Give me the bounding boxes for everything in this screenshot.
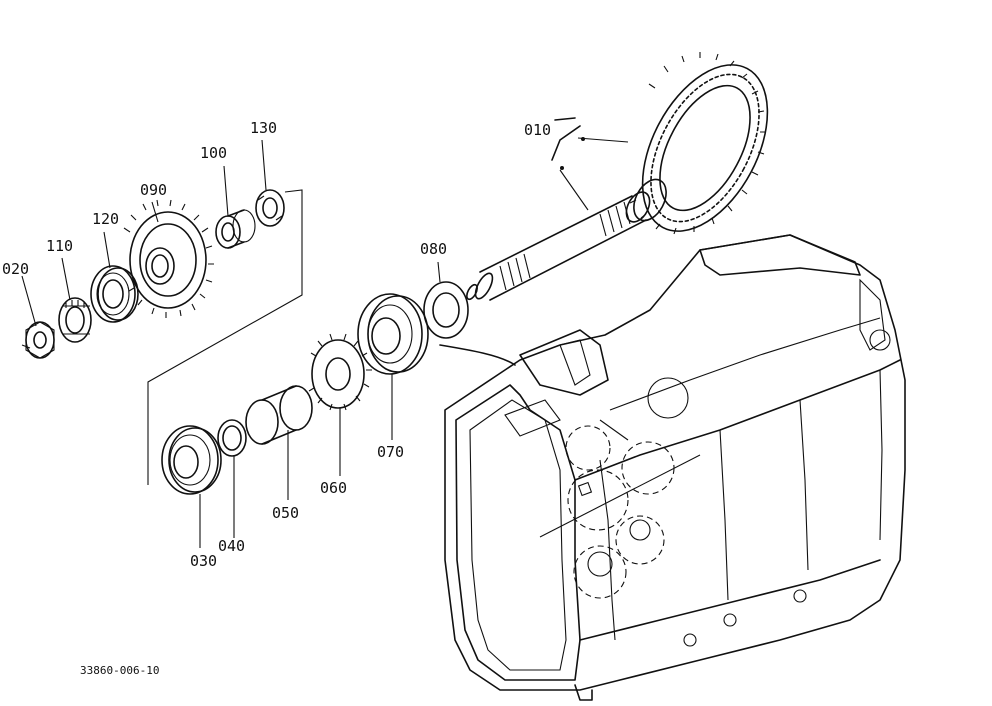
thrust-washer-130 — [255, 189, 285, 227]
callout-010: 010 — [524, 121, 552, 139]
parts-lower-row — [161, 281, 469, 495]
callout-060: 060 — [320, 479, 348, 497]
lock-nut-020 — [21, 321, 55, 359]
parts-upper-row — [21, 189, 303, 485]
sleeve-100 — [215, 209, 256, 249]
callout-110: 110 — [46, 237, 74, 255]
callout-030: 030 — [190, 552, 218, 570]
ball-bearing-120 — [90, 265, 139, 323]
needle-bearing-110 — [58, 297, 92, 343]
shim-080 — [423, 281, 469, 339]
snap-ring-040 — [217, 419, 247, 457]
ring-gear-teeth — [629, 52, 766, 235]
drawing-number: 33860-006-10 — [80, 664, 160, 677]
callout-070: 070 — [377, 443, 405, 461]
transmission-case — [439, 234, 906, 701]
callout-080: 080 — [420, 240, 448, 258]
callout-090: 090 — [140, 181, 168, 199]
leader-lines — [21, 139, 441, 548]
callout-040: 040 — [218, 537, 246, 555]
callout-130: 130 — [250, 119, 278, 137]
gear-090 — [123, 199, 214, 318]
bearing-070 — [357, 293, 429, 375]
callout-020: 020 — [2, 260, 30, 278]
callout-120: 120 — [92, 210, 120, 228]
bearing-030 — [161, 425, 222, 495]
collar-050 — [245, 385, 313, 445]
bevel-gear-set-010 — [466, 52, 769, 301]
callout-050: 050 — [272, 504, 300, 522]
callout-100: 100 — [200, 144, 228, 162]
gear-060 — [308, 333, 372, 411]
